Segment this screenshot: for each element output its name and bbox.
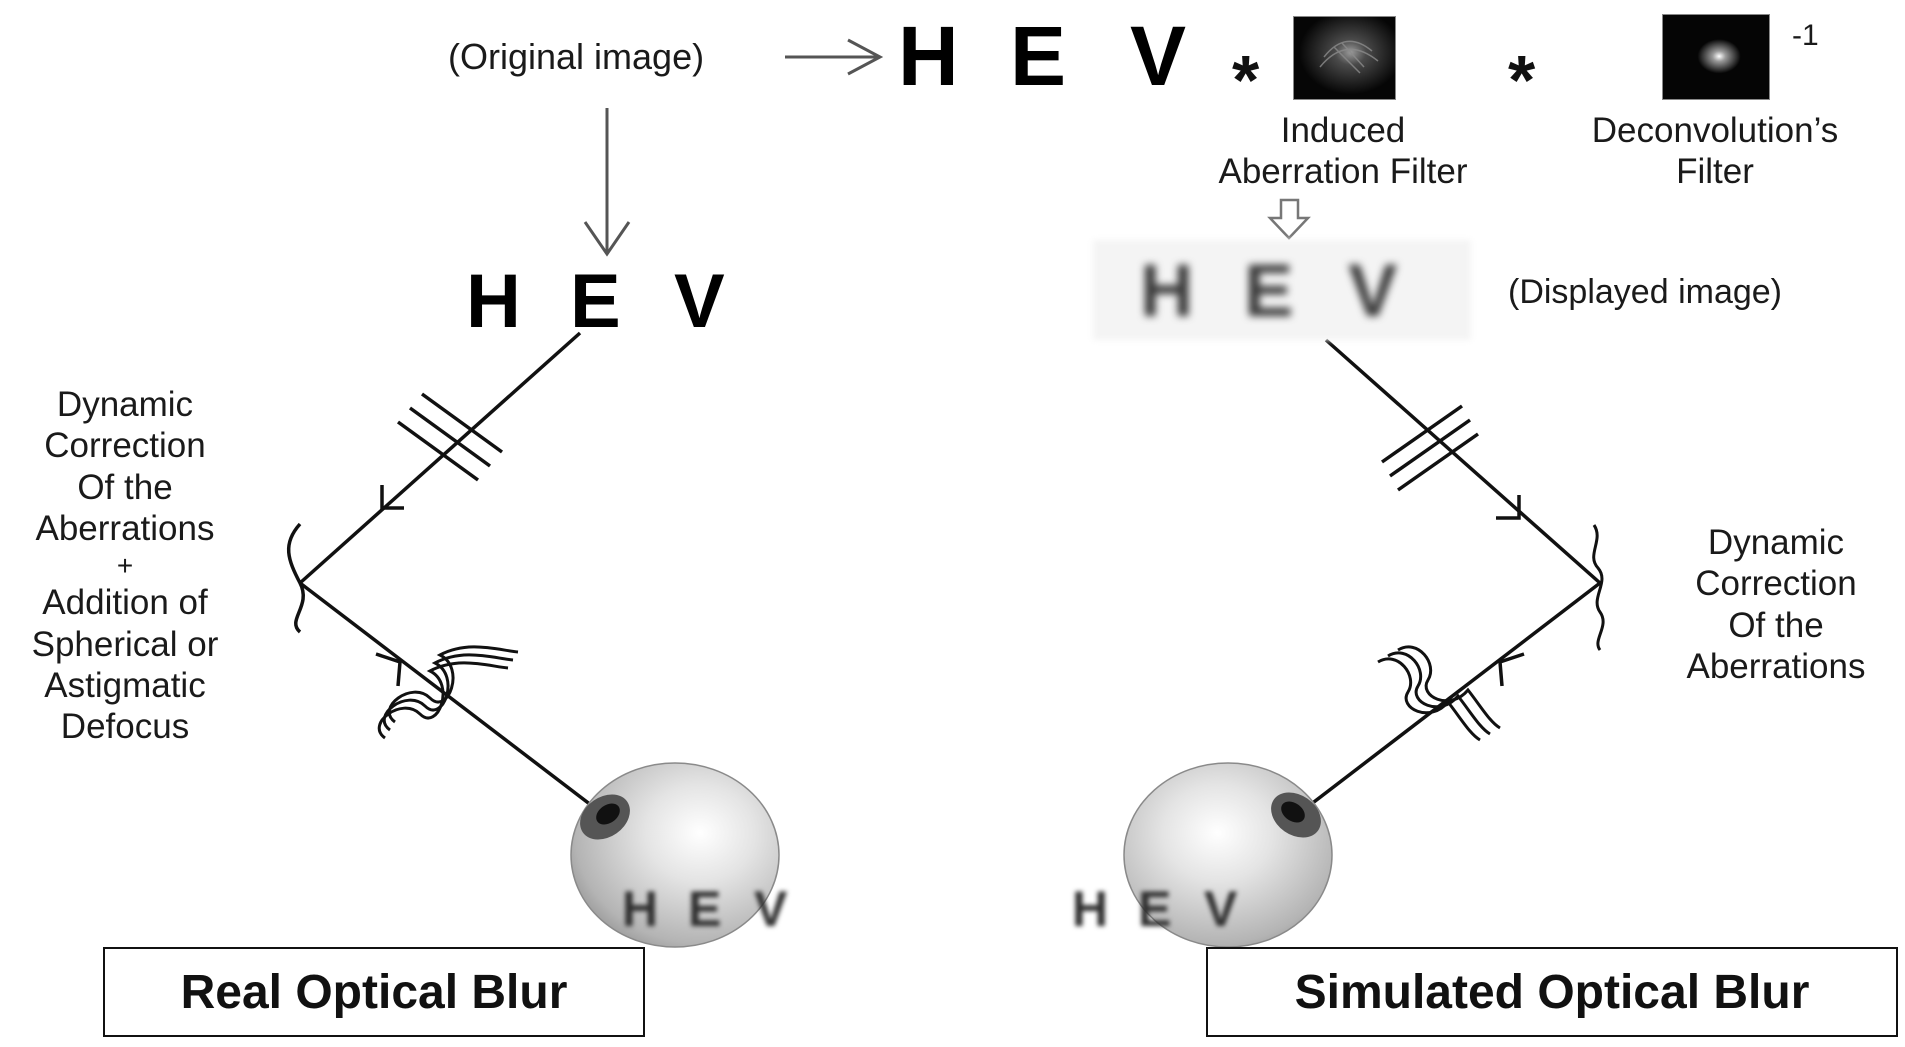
hev-letter: H xyxy=(898,9,959,103)
annotation-line: Dynamic xyxy=(1707,523,1845,562)
hev-letter: E xyxy=(570,259,621,344)
label-line: Deconvolution’s xyxy=(1591,111,1839,150)
hev-letter: E xyxy=(1010,9,1067,103)
deconvolution-filter-image xyxy=(1662,14,1770,100)
annotation-line: Astigmatic xyxy=(44,665,206,705)
right-triple-lines xyxy=(1380,404,1480,492)
right-annotation: Dynamic Correction Of the Aberrations xyxy=(1648,522,1904,687)
left-wavy-lines xyxy=(377,645,519,740)
right-eyeball xyxy=(1123,762,1333,948)
right-ray-path xyxy=(1291,338,1602,820)
hev-letter: E xyxy=(688,881,722,937)
annotation-line: Correction xyxy=(1695,564,1857,604)
annotation-line: Dynamic xyxy=(56,385,194,424)
label-line: Aberration Filter xyxy=(1218,152,1468,192)
hev-letter: E xyxy=(1138,881,1172,937)
left-ray-path xyxy=(298,331,610,820)
right-wavy-lines xyxy=(1377,645,1501,742)
hev-letter: H xyxy=(1072,881,1109,937)
annotation-line: Of the xyxy=(1728,605,1824,645)
inverse-exponent: -1 xyxy=(1792,19,1819,52)
hev-letter: H xyxy=(466,259,521,344)
annotation-line: Addition of xyxy=(42,583,208,623)
annotation-line: Spherical or xyxy=(31,624,219,664)
displayed-image-label: (Displayed image) xyxy=(1508,273,1782,311)
left-curved-bracket xyxy=(286,522,305,634)
hev-letter: H xyxy=(1140,249,1194,332)
hev-letter: V xyxy=(1204,881,1238,937)
annotation-line: Defocus xyxy=(60,707,190,747)
annotation-line: Of the xyxy=(77,467,173,507)
label-line: Filter xyxy=(1676,152,1754,192)
original-image-label: (Original image) xyxy=(448,36,705,77)
real-optical-blur-box: Real Optical Blur xyxy=(103,947,645,1037)
annotation-line: + xyxy=(116,550,134,582)
left-eyeball xyxy=(570,762,780,948)
convolution-operator: * xyxy=(1232,41,1260,119)
left-triple-lines xyxy=(396,392,504,482)
left-annotation: Dynamic Correction Of the Aberrations + … xyxy=(0,384,250,747)
deconvolution-operator: * xyxy=(1508,41,1536,119)
annotation-line: Correction xyxy=(44,426,206,466)
induced-aberration-filter-image xyxy=(1293,16,1396,100)
right-squiggle xyxy=(1592,524,1605,651)
induced-aberration-filter-label: Induced Aberration Filter xyxy=(1178,110,1508,193)
arrow-down-to-left-hev xyxy=(583,108,631,257)
annotation-line: Aberrations xyxy=(1686,646,1866,686)
hev-letter: E xyxy=(1244,249,1294,332)
arrow-to-original-hev xyxy=(785,38,884,76)
displayed-image-background xyxy=(1093,240,1471,340)
annotation-line: Aberrations xyxy=(35,508,215,548)
hollow-down-arrow xyxy=(1267,198,1311,240)
deconvolution-filter-label: Deconvolution’s Filter xyxy=(1540,110,1890,193)
hev-letter: V xyxy=(1348,249,1398,332)
hev-letter: H xyxy=(622,881,659,937)
hev-letter: V xyxy=(674,259,725,344)
label-line: Induced xyxy=(1280,111,1406,150)
hev-letter: V xyxy=(754,881,788,937)
hev-letter: V xyxy=(1130,9,1187,103)
simulated-optical-blur-box: Simulated Optical Blur xyxy=(1206,947,1898,1037)
